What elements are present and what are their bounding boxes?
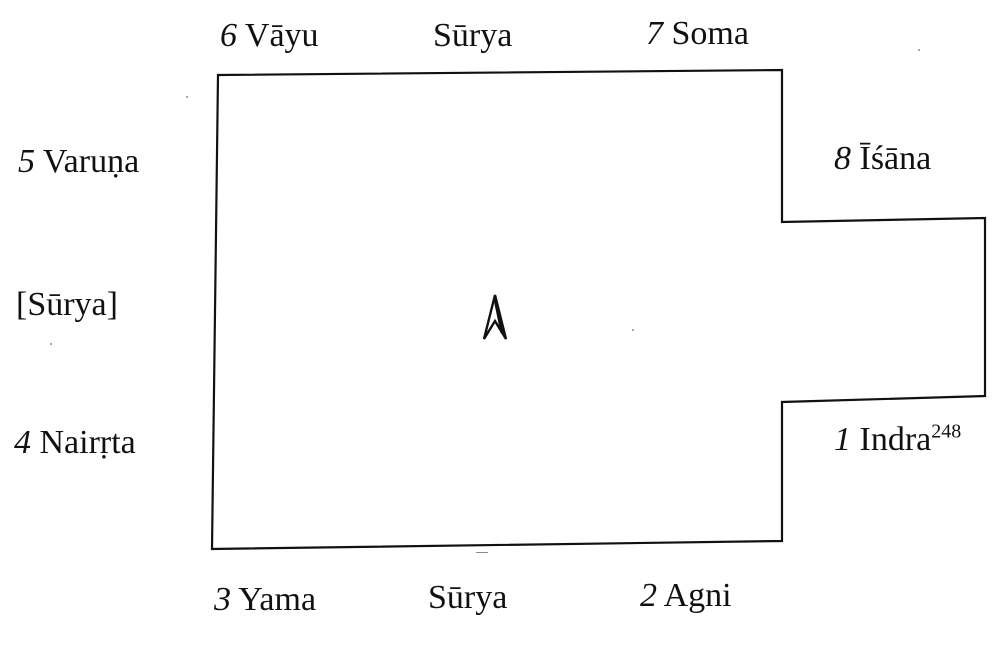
deity-name: Īśāna [859,140,932,177]
deity-name: Soma [671,15,749,52]
deity-varuna: 5 Varuṇa [18,142,139,182]
deity-name: Yama [238,581,317,618]
deity-name: Sūrya [428,579,508,616]
scan-speck [186,96,188,98]
scan-speck [50,343,52,345]
deity-nairrta: 4 Nairṛta [14,423,136,463]
deity-number: 7 [646,15,663,52]
deity-surya-bottom: Sūrya [428,578,507,618]
deity-indra: 1 Indra248 [834,420,961,460]
deity-surya-top: Sūrya [433,16,512,56]
scan-speck [476,552,488,553]
deity-name: Vāyu [244,17,319,54]
deity-isana: 8 Īśāna [834,139,931,179]
deity-number: 6 [220,17,237,54]
deity-number: 1 [834,421,851,458]
deity-name: Nairṛta [39,424,136,461]
deity-number: 3 [214,581,231,618]
deity-agni: 2 Agni [640,576,732,616]
deity-yama: 3 Yama [214,580,316,620]
deity-name: Sūrya [433,17,513,54]
plan-border [210,68,987,551]
deity-number: 4 [14,424,31,461]
deity-number: 8 [834,140,851,177]
deity-name: [Sūrya] [16,286,118,323]
a-shaped-marker-icon [482,294,508,340]
deity-name: Indra [859,421,932,458]
scan-speck [918,49,920,51]
deity-soma: 7 Soma [646,14,749,54]
deity-number: 2 [640,577,657,614]
deity-name: Agni [663,577,732,614]
footnote-marker: 248 [931,420,962,443]
deity-surya-west: [Sūrya] [16,285,118,325]
deity-vayu: 6 Vāyu [220,16,319,56]
scan-speck [632,329,634,331]
deity-name: Varuṇa [42,143,140,180]
deity-number: 5 [18,143,35,180]
